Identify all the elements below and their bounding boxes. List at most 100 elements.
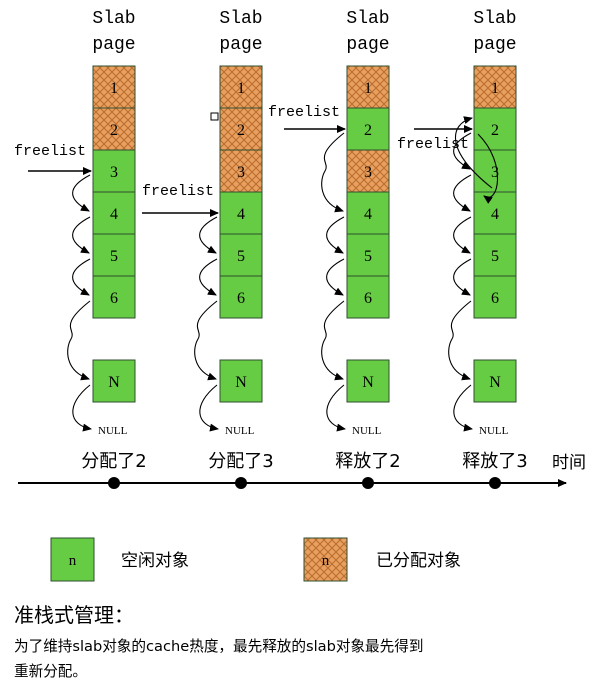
object-index-label: 6 [110, 290, 118, 307]
freelist-label: freelist [268, 104, 340, 121]
allocated-object-cell [219, 65, 263, 109]
footer-heading: 准栈式管理： [14, 603, 134, 627]
legend: n 空闲对象 n 已分配对象 [50, 537, 461, 582]
null-link-arrow [199, 384, 219, 432]
freelist-link-arrow [72, 174, 91, 212]
object-index-label: N [108, 374, 120, 391]
object-index-label: N [489, 374, 501, 391]
object-index-label: 3 [364, 164, 372, 181]
freelist-label: freelist [142, 183, 214, 200]
allocated-object-cell [346, 65, 390, 109]
freelist-link-arrow [321, 132, 345, 213]
slab-title-page: page [346, 35, 389, 55]
free-object-cell [346, 275, 390, 319]
null-label: NULL [352, 425, 382, 437]
free-object-cell [219, 359, 263, 403]
null-link-arrow [72, 384, 92, 432]
object-index-label: 4 [110, 206, 118, 223]
allocated-object-cell [219, 107, 263, 151]
freelist-link-arrow [194, 300, 218, 381]
freelist-link-arrow [199, 258, 218, 296]
object-index-label: 3 [110, 164, 118, 181]
footer: 准栈式管理： 为了维持slab对象的cache热度，最先释放的slab对象最先得… [14, 603, 423, 680]
slab-title: Slab [346, 9, 389, 29]
free-object-cell [219, 275, 263, 319]
freelist-link-arrow [321, 300, 345, 381]
timeline-point [235, 477, 247, 489]
object-index-label: 3 [237, 164, 245, 181]
free-object-cell [473, 149, 517, 193]
slab-title-page: page [473, 35, 516, 55]
legend-allocated-swatch-text: n [322, 553, 330, 569]
freelist-link-arrow [326, 258, 345, 296]
object-index-label: 4 [364, 206, 372, 223]
object-index-label: 5 [237, 248, 245, 265]
slab-title: Slab [219, 9, 262, 29]
free-object-cell [473, 107, 517, 151]
freelist-link-arrow [453, 216, 472, 254]
null-link-arrow [453, 384, 473, 432]
object-index-label: 5 [491, 248, 499, 265]
reordered-link-arrow [454, 116, 493, 189]
free-object-cell [92, 359, 136, 403]
object-index-label: 1 [491, 80, 499, 97]
object-index-label: 3 [491, 164, 499, 181]
free-object-cell [473, 359, 517, 403]
allocated-object-cell [219, 149, 263, 193]
free-object-cell [346, 359, 390, 403]
operation-caption: 分配了3 [208, 451, 273, 472]
free-object-cell [346, 107, 390, 151]
free-object-cell [92, 191, 136, 235]
object-index-label: 4 [237, 206, 245, 223]
timeline-label: 时间 [552, 453, 586, 473]
selection-handle [210, 112, 219, 121]
legend-free-label: 空闲对象 [121, 551, 189, 571]
legend-free-swatch [50, 537, 95, 582]
footer-line-2: 重新分配。 [14, 663, 87, 680]
object-index-label: 2 [237, 122, 245, 139]
free-object-cell [219, 191, 263, 235]
slab-title-page: page [219, 35, 262, 55]
free-object-cell [473, 275, 517, 319]
operation-caption: 释放了2 [335, 451, 400, 472]
freelist-link-arrow [453, 174, 472, 212]
object-index-label: 1 [364, 80, 372, 97]
timeline: 时间 [18, 453, 586, 489]
object-index-label: 5 [110, 248, 118, 265]
reordered-link-arrow [477, 133, 499, 204]
free-object-cell [219, 233, 263, 277]
object-index-label: 6 [237, 290, 245, 307]
object-index-label: 1 [110, 80, 118, 97]
free-object-cell [473, 233, 517, 277]
null-label: NULL [479, 425, 509, 437]
object-index-label: 2 [110, 122, 118, 139]
legend-allocated-swatch [303, 537, 348, 582]
footer-line-1: 为了维持slab对象的cache热度，最先释放的slab对象最先得到 [14, 638, 423, 655]
allocated-object-cell [346, 149, 390, 193]
operation-caption: 释放了3 [462, 451, 527, 472]
null-label: NULL [98, 425, 128, 437]
object-index-label: 4 [491, 206, 499, 223]
object-index-label: 2 [364, 122, 372, 139]
allocated-object-cell [92, 107, 136, 151]
freelist-link-arrow [453, 258, 472, 296]
legend-free-swatch-text: n [69, 553, 77, 569]
null-link-arrow [326, 384, 346, 432]
object-index-label: N [235, 374, 247, 391]
freelist-link-arrow [326, 216, 345, 254]
freelist-link-arrow [72, 216, 91, 254]
free-object-cell [92, 275, 136, 319]
freelist-link-arrow [448, 300, 472, 381]
slab-title: Slab [92, 9, 135, 29]
allocated-object-cell [473, 65, 517, 109]
object-index-label: N [362, 374, 374, 391]
legend-allocated-label: 已分配对象 [376, 551, 461, 571]
operation-caption: 分配了2 [81, 451, 146, 472]
timeline-point [362, 477, 374, 489]
freelist-link-arrow [72, 258, 91, 296]
